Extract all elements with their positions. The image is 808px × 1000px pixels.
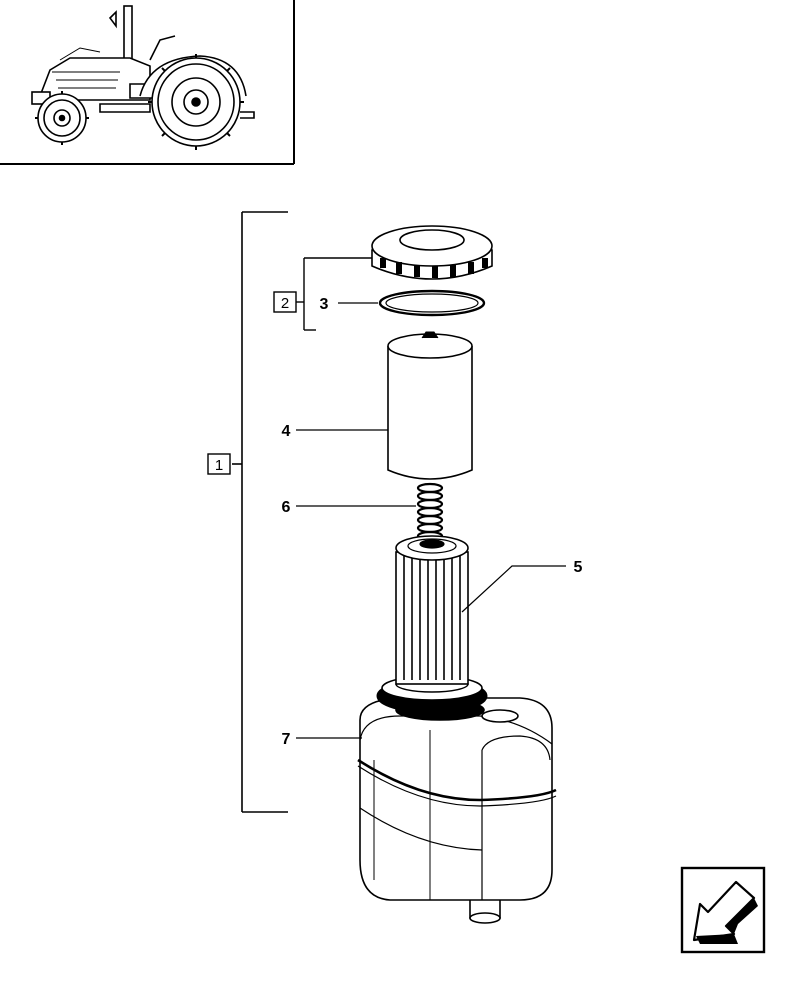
filter-element (376, 535, 488, 714)
navigation-box[interactable] (680, 866, 766, 954)
callout-3: 3 (320, 296, 329, 313)
tractor-icon (31, 5, 255, 150)
arrow-down-left-icon (692, 880, 758, 944)
group-1-number: 1 (215, 457, 223, 474)
leader-5 (461, 565, 566, 613)
group-2-bracket (296, 257, 372, 331)
group-1-bracket (232, 211, 288, 813)
group-2-number: 2 (281, 295, 289, 312)
callout-4: 4 (282, 423, 291, 440)
group-2-label: 2 (273, 291, 297, 313)
seal-ring (378, 289, 486, 317)
spring (416, 482, 444, 542)
group-1-label: 1 (207, 453, 231, 475)
filter-cylinder (387, 331, 473, 480)
callout-7: 7 (282, 731, 291, 748)
callout-6: 6 (282, 499, 291, 516)
tank-cap (371, 225, 493, 280)
callout-5: 5 (574, 559, 583, 576)
reservoir-tank (357, 697, 557, 924)
tractor-thumbnail (0, 0, 295, 165)
